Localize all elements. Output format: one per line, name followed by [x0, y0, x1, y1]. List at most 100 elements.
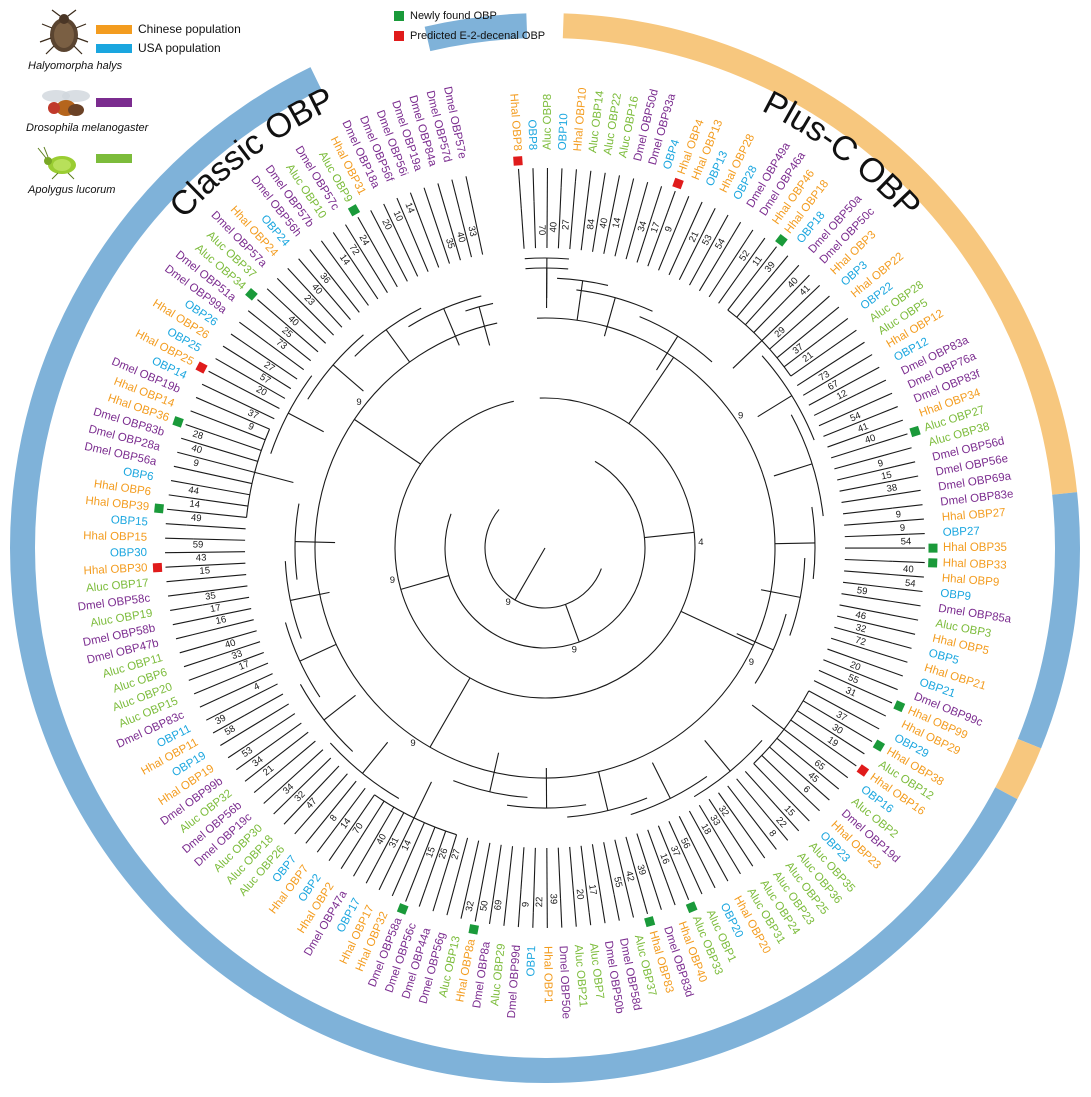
- leaf-markers: [153, 156, 938, 935]
- leaf-label: Dmel OBP99d: [506, 945, 523, 1019]
- support-value: 27: [449, 848, 463, 861]
- branch: [392, 864, 406, 896]
- leaf-label: Hhal OBP27: [941, 507, 1006, 524]
- support-value: 40: [190, 443, 203, 456]
- branch: [441, 835, 457, 887]
- backbone-arc: [318, 588, 623, 778]
- predicted-marker: [672, 178, 684, 190]
- branch: [341, 837, 361, 868]
- branch: [626, 218, 638, 259]
- branch: [216, 359, 239, 372]
- branch: [219, 450, 258, 462]
- ring-blue-segment: [1018, 492, 1080, 748]
- branch: [493, 845, 501, 900]
- support-value: 9: [520, 902, 531, 908]
- branch: [200, 552, 245, 553]
- leaf-label: OBP30: [110, 547, 147, 559]
- leaf-label: OBP9: [940, 588, 972, 603]
- branch: [708, 874, 715, 888]
- branch: [359, 247, 387, 293]
- branch: [667, 191, 675, 213]
- leaf-label: Hhal OBP39: [85, 495, 150, 513]
- branch: [561, 899, 562, 928]
- branch: [306, 831, 316, 843]
- branch: [191, 411, 214, 420]
- newly-found-marker: [172, 416, 183, 427]
- branch: [386, 330, 410, 362]
- branch: [874, 434, 907, 445]
- branch: [575, 169, 576, 181]
- branch: [534, 201, 535, 248]
- branch: [728, 786, 764, 833]
- branch: [885, 448, 912, 455]
- leaf-label: Dmel OBP50e: [557, 945, 572, 1019]
- leaf-label: Hhal OBP8: [507, 93, 523, 151]
- branch: [414, 782, 431, 818]
- branch: [558, 848, 560, 899]
- leaf-label: Hhal OBP1: [541, 946, 553, 1004]
- branch: [880, 407, 898, 414]
- support-value: 8: [328, 813, 340, 824]
- branch: [831, 330, 856, 348]
- tree-branches: [165, 168, 925, 928]
- predicted-marker: [513, 156, 523, 166]
- support-value: 69: [492, 899, 504, 911]
- branch: [656, 893, 662, 910]
- branch: [827, 649, 868, 664]
- branch: [844, 521, 901, 525]
- branch: [521, 847, 524, 889]
- branch: [168, 593, 194, 596]
- support-value: 70: [536, 225, 547, 236]
- branch: [231, 334, 242, 341]
- branch: [419, 889, 425, 907]
- drosophila-swatch: [96, 98, 132, 107]
- support-value: 50: [478, 900, 491, 912]
- branch: [290, 592, 329, 600]
- leaf-label: Aluc OBP7: [587, 942, 606, 999]
- branch: [895, 658, 907, 662]
- branch: [775, 543, 815, 544]
- leaf-label: Hhal OBP30: [83, 562, 147, 577]
- backbone-arc: [624, 469, 775, 764]
- branch: [601, 173, 605, 201]
- branch: [288, 413, 323, 432]
- branch: [324, 695, 356, 720]
- support-value: 59: [856, 585, 868, 597]
- support-value: 16: [215, 614, 228, 627]
- leaf-label: Aluc OBP17: [86, 577, 149, 595]
- support-value: 9: [572, 644, 577, 655]
- support-value: 33: [465, 225, 478, 238]
- support-value: 14: [611, 217, 624, 230]
- branch: [747, 230, 753, 239]
- chinese-label: Chinese population: [138, 22, 241, 36]
- branch: [196, 471, 252, 483]
- branch: [466, 176, 471, 198]
- branch: [577, 281, 583, 321]
- branch: [885, 614, 918, 620]
- branch: [757, 847, 765, 858]
- branch: [844, 342, 864, 355]
- branch: [752, 705, 784, 729]
- branch: [587, 171, 591, 206]
- branch: [669, 238, 686, 275]
- support-value: 9: [749, 657, 754, 668]
- branch: [245, 714, 295, 747]
- species-apolygus: Apolygus lucorum: [28, 184, 115, 196]
- branch: [801, 812, 809, 821]
- usa-swatch: [96, 44, 132, 53]
- branch: [842, 594, 910, 605]
- branch: [288, 268, 309, 291]
- leaf-label: Hhal OBP9: [941, 572, 999, 588]
- leaf-label: Aluc OBP21: [572, 944, 589, 1007]
- leaf-label: OBP1: [525, 946, 538, 977]
- branch: [333, 365, 363, 391]
- support-value: 9: [410, 738, 415, 749]
- branch: [845, 726, 872, 742]
- branch: [683, 196, 689, 211]
- branch: [872, 694, 892, 703]
- branch: [652, 763, 670, 799]
- branch: [366, 865, 376, 884]
- branch: [272, 732, 308, 760]
- branch: [320, 774, 347, 805]
- branch: [284, 801, 306, 824]
